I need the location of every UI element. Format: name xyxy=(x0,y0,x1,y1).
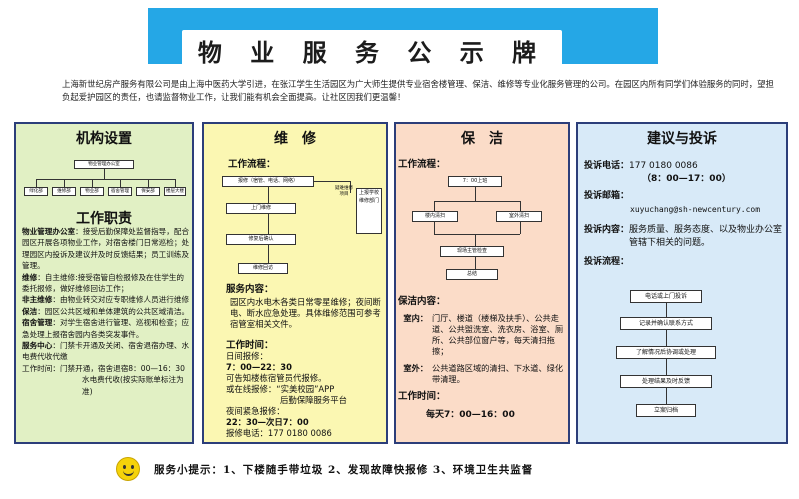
cleaning-content: 保洁内容： 室内： 门厅、楼道（楼梯及扶手）、公共走道、公共盥洗室、洗衣房、浴室… xyxy=(398,296,568,421)
flow-step: 上门维修 xyxy=(226,203,296,214)
flow-step: 7：00上班 xyxy=(448,176,502,187)
duties-title: 工作职责 xyxy=(76,211,132,227)
time-line: 日间报修： xyxy=(226,351,268,361)
panel-maintenance: 维 修 工作流程： 报修（宿管、电话、网络） 上门维修 修复后确认 维修回访 疑… xyxy=(202,122,388,444)
complaint-phone-hours: （8：00—17：00） xyxy=(642,174,731,184)
panel-title-organization: 机构设置 xyxy=(76,131,132,147)
org-node: 保安部 xyxy=(136,187,160,196)
cleaning-flowchart: 7：00上班 楼内清扫 室外清扫 现场主管检查 总结 xyxy=(410,176,560,286)
flow-step: 报修（宿管、电话、网络） xyxy=(222,176,314,187)
panel-title-complaints: 建议与投诉 xyxy=(647,131,717,147)
time-line: 夜间紧急报修： xyxy=(226,406,285,416)
complaint-phone: 投诉电话：177 0180 0086 xyxy=(584,161,698,171)
time-line: 后勤保障服务平台 xyxy=(280,395,347,405)
duty-item: 维修：自主维修:接受宿管自检报修及在住学生的委托报修，做好维修回访工作； xyxy=(22,272,185,294)
time-line: 7：00—22：30 xyxy=(226,362,292,372)
cleaning-outdoor: 室外： 公共道路区域的清扫、下水道、绿化带清理。 xyxy=(403,363,564,384)
duty-item: 保洁：园区公共区域和单体建筑的公共区域清洁。 xyxy=(22,306,190,316)
title-plate: 物 业 服 务 公 示 牌 xyxy=(182,30,562,70)
page-title: 物 业 服 务 公 示 牌 xyxy=(197,37,547,67)
cleaning-time-label: 工作时间： xyxy=(398,391,446,402)
flow-note: 疑难维修项目 xyxy=(335,186,353,197)
duty-item: 非主维修：由物业转交对应专职维修人员进行维修 xyxy=(22,295,190,305)
maintenance-content: 服务内容： 园区内水电木各类日常零星维修；夜间断电、断水应急处理。具体维修范围可… xyxy=(226,284,386,330)
cleaning-flow-label: 工作流程： xyxy=(398,159,446,170)
flow-step: 处理结果及时反馈 xyxy=(620,375,712,388)
flow-step: 了解情况后协调或处理 xyxy=(616,346,716,359)
org-chart: 物业管理办公室 绿化部 维修部 物业部 宿舍管理 保安部 楼层大楼 xyxy=(24,154,186,224)
maintenance-content-text: 园区内水电木各类日常零星维修；夜间断电、断水应急处理。具体维修范围可参考宿管室相… xyxy=(230,297,381,329)
org-node: 楼层大楼 xyxy=(164,187,186,196)
org-node: 宿舍管理 xyxy=(108,187,132,196)
cleaning-content-label: 保洁内容： xyxy=(398,296,446,307)
flow-step: 现场主管检查 xyxy=(440,246,504,257)
panel-title-maintenance: 维 修 xyxy=(274,131,316,147)
time-line: 可告知楼栋宿管员代报修。 xyxy=(226,373,327,383)
maintenance-time-label: 工作时间： xyxy=(226,340,274,351)
flow-step: 室外清扫 xyxy=(496,211,542,222)
complaints-body: 投诉电话：177 0180 0086 （8：00—17：00） 投诉邮箱： xu… xyxy=(584,160,784,269)
panel-organization: 机构设置 物业管理办公室 绿化部 维修部 物业部 宿舍管理 保安部 楼层大楼 工… xyxy=(14,122,194,444)
panel-cleaning: 保 洁 工作流程： 7：00上班 楼内清扫 室外清扫 现场主管检查 总结 保洁内… xyxy=(394,122,570,444)
duty-hours-note: 水电费代收(按实际账单标注为准) xyxy=(82,375,184,396)
smiley-icon xyxy=(116,457,140,481)
flow-step: 总结 xyxy=(446,269,498,280)
time-line: 或在线报修：“实美校园”APP xyxy=(226,384,335,394)
intro-paragraph: 上海新世纪房产服务有限公司是由上海中医药大学引进，在张江学生生活园区为广大师生提… xyxy=(62,79,774,102)
org-node-top: 物业管理办公室 xyxy=(74,160,134,169)
service-tip: 服务小提示：1、下楼随手带垃圾 2、发现故障快报修 3、环境卫生共监督 xyxy=(116,456,786,482)
flow-step: 立案归档 xyxy=(636,404,696,417)
panel-title-cleaning: 保 洁 xyxy=(461,131,503,147)
flow-step: 上报学校维修部门 xyxy=(356,188,382,234)
complaint-flowchart: 电话或上门投诉 记录并确认联系方式 了解情况后协调或处理 处理结果及时反馈 立案… xyxy=(606,290,756,430)
cleaning-indoor: 室内： 门厅、楼道（楼梯及扶手）、公共走道、公共盥洗室、洗衣房、浴室、厕所、公共… xyxy=(403,313,564,356)
service-tip-text: 服务小提示：1、下楼随手带垃圾 2、发现故障快报修 3、环境卫生共监督 xyxy=(154,463,534,476)
complaint-flow-label: 投诉流程： xyxy=(584,257,630,267)
flow-step: 维修回访 xyxy=(238,263,288,274)
duty-item: 物业管理办公室：接受后勤保障处监督指导，配合园区开展各项物业工作，对宿舍楼门日常… xyxy=(22,227,190,271)
maintenance-hours: 工作时间： 日间报修： 7：00—22：30 可告知楼栋宿管员代报修。 或在线报… xyxy=(226,340,386,439)
duty-item: 服务中心：门禁卡开通及关闭、宿舍退宿办理、水电费代收代缴 xyxy=(22,341,190,362)
cleaning-time-value: 每天7：00—16：00 xyxy=(426,410,515,420)
maintenance-flow-label: 工作流程： xyxy=(228,159,276,170)
org-node: 维修部 xyxy=(52,187,76,196)
intro-text: 上海新世纪房产服务有限公司是由上海中医药大学引进，在张江学生生活园区为广大师生提… xyxy=(62,78,782,104)
time-line: 报修电话：177 0180 0086 xyxy=(226,428,332,438)
flow-step: 修复后确认 xyxy=(226,234,296,245)
duties-list: 物业管理办公室：接受后勤保障处监督指导，配合园区开展各项物业工作，对宿舍楼门日常… xyxy=(22,226,190,397)
maintenance-content-label: 服务内容： xyxy=(226,284,274,295)
complaint-email-label: 投诉邮箱： xyxy=(584,191,630,201)
flow-step: 楼内清扫 xyxy=(412,211,458,222)
duty-item: 宿舍管理：对学生宿舍进行管理、巡视和检查；应急处理上报宿舍园内各类突发事件。 xyxy=(22,318,190,339)
time-line: 22：30—次日7：00 xyxy=(226,417,309,427)
org-node: 物业部 xyxy=(80,187,104,196)
org-node: 绿化部 xyxy=(24,187,48,196)
duty-hours: 工作时间：门禁开通，宿舍退宿8：00—16：30 xyxy=(22,363,185,373)
flow-step: 电话或上门投诉 xyxy=(630,290,702,303)
flow-step: 记录并确认联系方式 xyxy=(620,317,712,330)
complaint-content: 投诉内容：服务质量、服务态度、以及物业办公室管辖下相关的问题。 xyxy=(584,225,783,248)
maintenance-flowchart: 报修（宿管、电话、网络） 上门维修 修复后确认 维修回访 疑难维修项目 上报学校… xyxy=(222,176,382,286)
complaint-email: xuyuchang@sh-newcentury.com xyxy=(630,205,761,214)
panel-complaints: 建议与投诉 投诉电话：177 0180 0086 （8：00—17：00） 投诉… xyxy=(576,122,788,444)
